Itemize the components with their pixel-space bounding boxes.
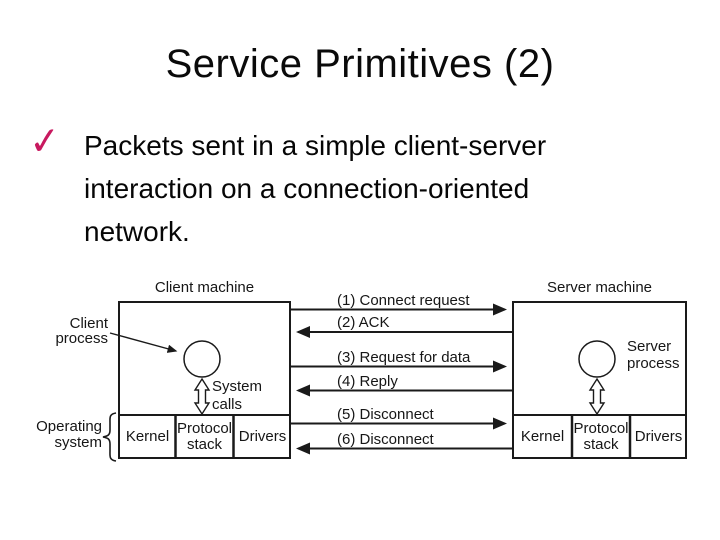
bullet-text-line: Packets sent in a simple client-server (84, 130, 547, 161)
server-cell-dividers (570, 415, 632, 458)
client-process-circle (183, 340, 221, 378)
client-kernel-cell: Kernel (125, 427, 170, 445)
bullet-text-line: network. (84, 216, 190, 247)
server-process-label: Server process (627, 338, 680, 372)
operating-system-label: Operating system (36, 418, 102, 451)
system-calls-label: System calls (212, 378, 263, 413)
diagram-graphics (102, 301, 687, 462)
client-cell-dividers (174, 415, 235, 458)
client-drivers-cell: Drivers (238, 427, 287, 445)
client-protocol-stack-cell: Protocol stack (176, 419, 233, 453)
server-protocol-stack-cell: Protocol stack (573, 419, 629, 453)
server-machine-label: Server machine (546, 279, 653, 296)
server-system-calls-arrow-icon (588, 377, 606, 416)
slide-title: Service Primitives (2) (165, 42, 555, 86)
server-drivers-cell: Drivers (634, 427, 683, 445)
message-label-4: (4) Reply (337, 373, 398, 390)
client-process-pointer-arrow (109, 332, 178, 353)
message-label-3: (3) Request for data (337, 349, 471, 366)
message-label-1: (1) Connect request (337, 292, 470, 309)
operating-system-brace (102, 412, 117, 462)
client-system-calls-arrow-icon (193, 377, 211, 416)
bullet-text: Packets sent in a simple client-server i… (84, 124, 669, 253)
checkmark-bullet-icon: ✓ (27, 119, 63, 165)
client-process-label: Client process (55, 315, 108, 347)
server-kernel-cell: Kernel (520, 427, 565, 445)
server-process-circle (578, 340, 616, 378)
server-machine-box (512, 301, 687, 459)
client-machine-label: Client machine (154, 279, 255, 296)
message-label-5: (5) Disconnect (337, 406, 434, 423)
message-label-2: (2) ACK (337, 314, 390, 331)
client-machine-box (118, 301, 291, 459)
client-server-diagram: Client machine Server machine Client pro… (0, 278, 720, 478)
message-label-6: (6) Disconnect (337, 431, 434, 448)
bullet-text-line: interaction on a connection-oriented (84, 173, 530, 204)
